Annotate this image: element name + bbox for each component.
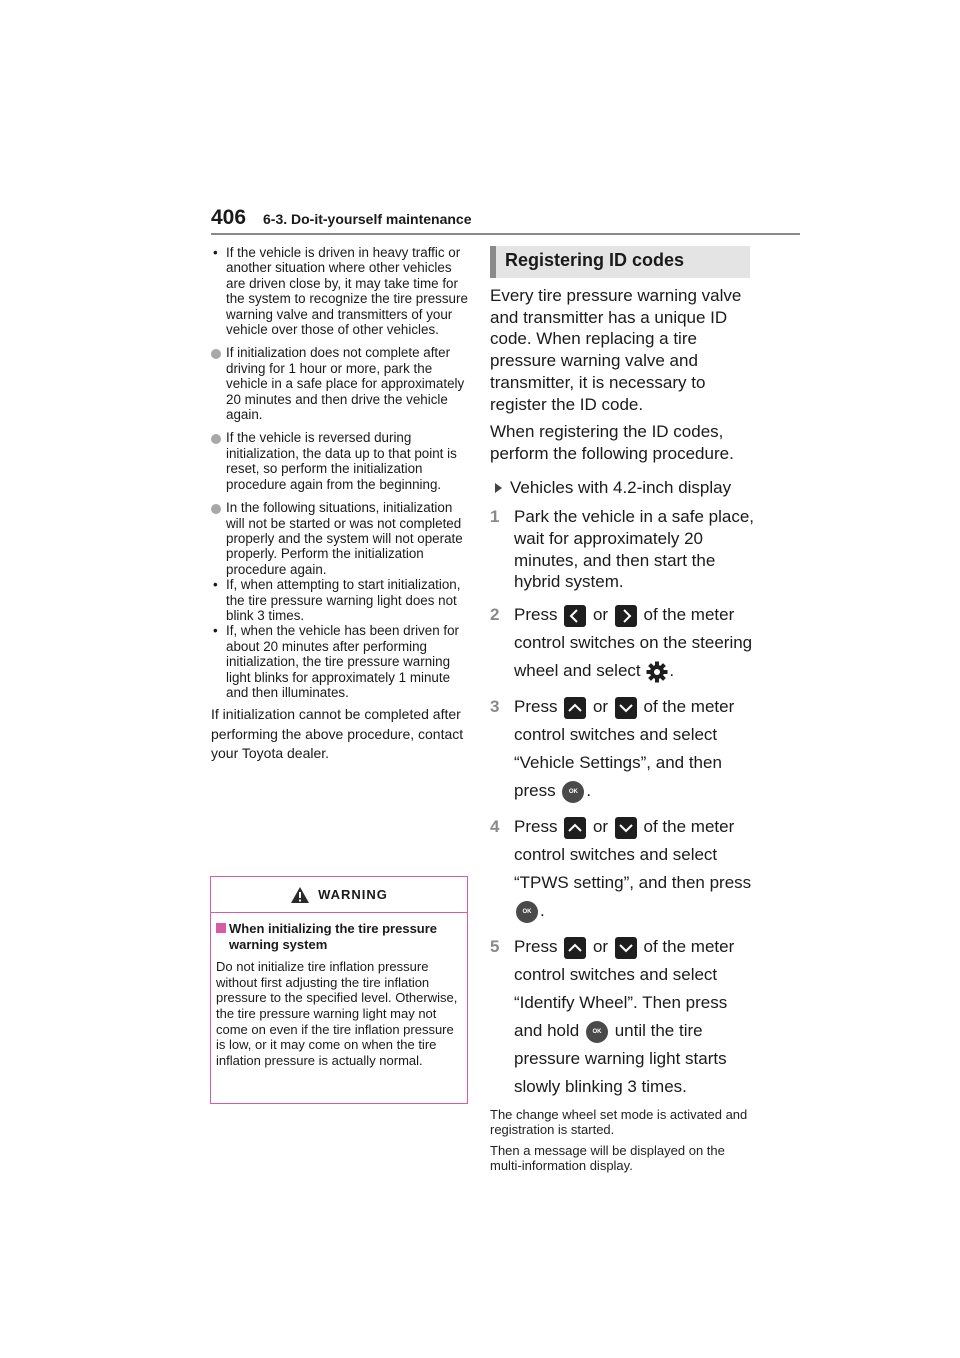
note-text: Then a message will be displayed on the … (490, 1143, 725, 1173)
step-text: Press (514, 817, 558, 837)
ok-button-icon: OK (585, 1020, 608, 1043)
warning-box: WARNING When initializing the tire press… (210, 876, 468, 1104)
chevron-down-icon (614, 816, 637, 839)
sub-marker: • (213, 577, 218, 593)
step-text: of the meter control switches and select… (514, 817, 752, 893)
sub-marker: • (213, 623, 218, 639)
closing-paragraph: If initialization cannot be completed af… (211, 706, 464, 762)
bullet-dot-icon (211, 349, 221, 360)
bullet-text: If initialization does not complete afte… (226, 345, 465, 423)
chevron-up-icon (564, 936, 587, 959)
display-condition-text: Vehicles with 4.2-inch display (510, 477, 732, 497)
warning-subheading-text: When initializing the tire pressure warn… (229, 921, 438, 952)
warning-triangle-icon (291, 886, 310, 903)
step-text: until the tire pressure warning light st… (514, 1021, 727, 1097)
chevron-right-icon (614, 604, 637, 627)
warning-title: WARNING (318, 887, 388, 902)
sub-item-text: If, when the vehicle has been driven for… (226, 623, 459, 700)
warning-text: Do not initialize tire inflation pressur… (216, 959, 458, 1068)
chevron-up-icon (564, 696, 587, 719)
page-number: 406 (211, 206, 247, 229)
dash-item: • If the vehicle is driven in heavy traf… (211, 245, 469, 337)
intro-paragraph: When registering the ID codes, perform t… (490, 422, 734, 463)
bullet-item: If initialization does not complete afte… (211, 345, 469, 422)
right-column: Every tire pressure warning valve and tr… (490, 285, 755, 1173)
step-number: 5 (490, 937, 500, 957)
bullet-item: If the vehicle is reversed during initia… (211, 430, 469, 492)
section-title: 6-3. Do-it-yourself maintenance (263, 211, 472, 227)
step-text: or (592, 937, 609, 957)
chevron-down-icon (614, 936, 637, 959)
step-number: 4 (490, 817, 500, 837)
ok-button-icon: OK (562, 780, 585, 803)
step-1: 1 Park the vehicle in a safe place, wait… (490, 506, 755, 593)
step-text: or (592, 605, 609, 625)
bullet-text: In the following situations, initializat… (226, 500, 463, 577)
step-text: . (669, 661, 675, 681)
step-text: . (586, 781, 592, 801)
display-condition: Vehicles with 4.2-inch display (490, 477, 755, 499)
dash-item-text: If the vehicle is driven in heavy traffi… (226, 245, 468, 338)
chevron-down-icon (614, 696, 637, 719)
header-rule (211, 233, 800, 235)
step-5: 5 Press or of the meter control switches… (490, 933, 755, 1101)
warning-divider (211, 912, 467, 913)
note-text: The change wheel set mode is activated a… (490, 1107, 748, 1137)
step-text: Press (514, 937, 558, 957)
sub-item-text: If, when attempting to start initializat… (226, 577, 461, 623)
dash-marker: • (213, 245, 218, 260)
step-text: or (592, 817, 609, 837)
step-text: of the meter control switches on the ste… (514, 605, 753, 681)
step-text: Park the vehicle in a safe place, wait f… (514, 507, 755, 592)
step-4: 4 Press or of the meter control switches… (490, 813, 755, 925)
step-text: of the meter control switches and select… (514, 937, 735, 1041)
ok-button-icon: OK (516, 900, 538, 923)
step-3: 3 Press or of the meter control switches… (490, 693, 755, 805)
chevron-up-icon (564, 816, 587, 839)
step-number: 1 (490, 507, 500, 527)
bullet-dot-icon (211, 504, 221, 515)
left-column: • If the vehicle is driven in heavy traf… (211, 245, 469, 764)
step-text: Press (514, 697, 558, 717)
warning-header: WARNING (211, 877, 467, 912)
bullet-dot-icon (211, 434, 221, 445)
step-text: of the meter control switches and select… (514, 697, 735, 801)
step-number: 3 (490, 697, 500, 717)
step-text: . (540, 901, 545, 921)
gear-icon (646, 661, 668, 683)
heading-bar (490, 246, 496, 278)
bullet-item: In the following situations, initializat… (211, 500, 469, 577)
warning-subheading: When initializing the tire pressure warn… (216, 921, 462, 952)
sub-item: • If, when the vehicle has been driven f… (211, 623, 469, 700)
arrow-right-icon (495, 482, 502, 493)
intro-paragraph: Every tire pressure warning valve and tr… (490, 286, 742, 414)
step-text: or (592, 697, 609, 717)
step-number: 2 (490, 605, 500, 625)
step-text: Press (514, 605, 558, 625)
section-heading: Registering ID codes (490, 246, 750, 278)
chevron-left-icon (564, 604, 587, 627)
bullet-text: If the vehicle is reversed during initia… (226, 430, 457, 492)
square-bullet-icon (216, 923, 226, 933)
step-2: 2 Press or of the meter control switches… (490, 601, 755, 685)
sub-item: • If, when attempting to start initializ… (211, 577, 469, 623)
warning-body: When initializing the tire pressure warn… (211, 913, 467, 1068)
section-heading-text: Registering ID codes (505, 250, 685, 270)
